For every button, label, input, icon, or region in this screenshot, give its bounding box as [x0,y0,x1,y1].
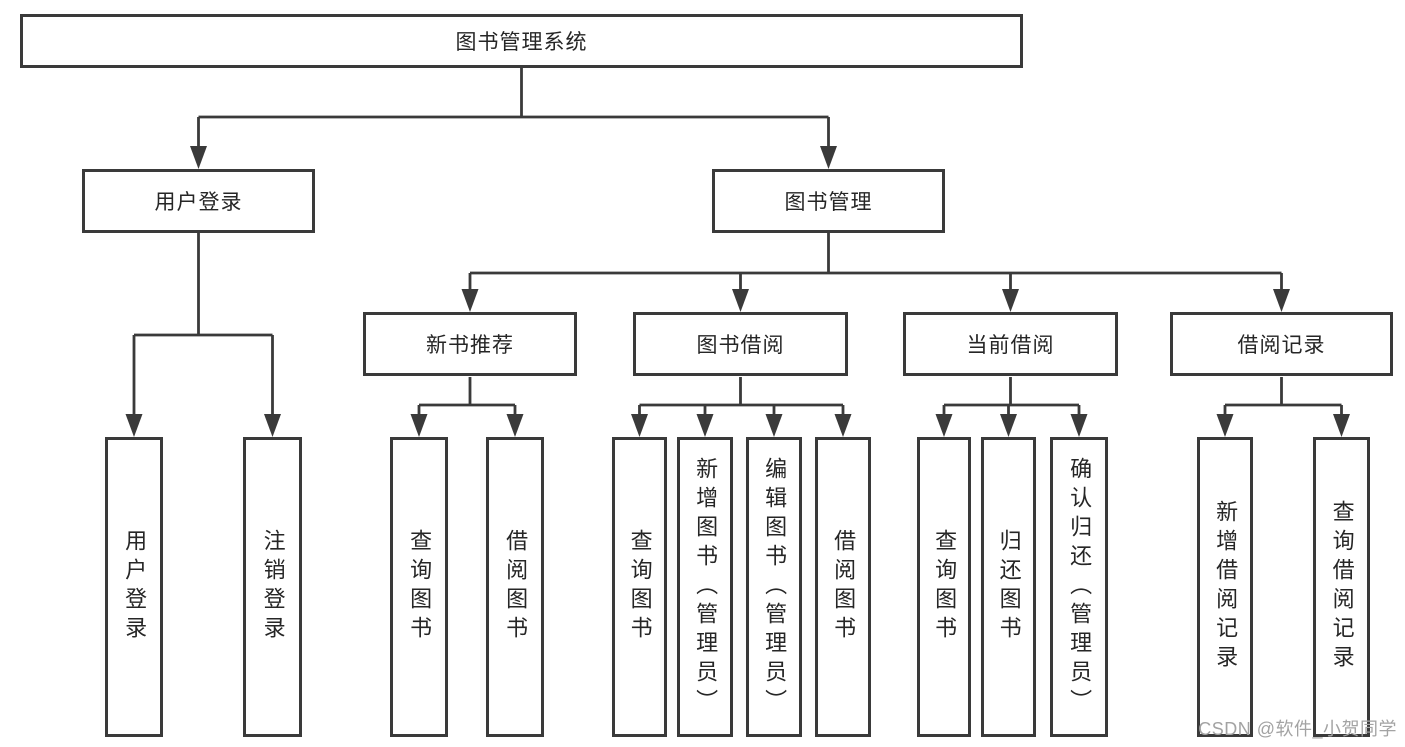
node-label: 借阅图书 [831,529,857,645]
node-label: 新增图书（管理员） [693,456,719,718]
leaf-bb-borrow-books: 借阅图书 [815,437,871,737]
leaf-cb-return-books: 归还图书 [981,437,1036,737]
leaf-bb-edit-books-admin: 编辑图书（管理员） [746,437,802,737]
connector-paths [132,68,1343,416]
node-book-management: 图书管理 [712,169,945,233]
node-label: 当前借阅 [966,334,1055,357]
node-label: 新书推荐 [426,334,514,357]
leaf-nb-query-books: 查询图书 [390,437,448,737]
node-library-system: 图书管理系统 [20,14,1023,68]
node-label: 图书借阅 [696,334,785,357]
node-label: 查询图书 [407,529,433,645]
leaf-user-login: 用户登录 [105,437,163,737]
node-label: 查询图书 [932,529,958,645]
leaf-cb-confirm-return-admin: 确认归还（管理员） [1050,437,1108,737]
node-new-book-recommend: 新书推荐 [363,312,577,376]
node-label: 注销登录 [260,529,286,645]
watermark: CSDN @软件_小贺同学 [1198,719,1397,739]
node-borrow-records: 借阅记录 [1170,312,1393,376]
leaf-nb-borrow-books: 借阅图书 [486,437,544,737]
node-user-login: 用户登录 [82,169,315,233]
node-label: 新增借阅记录 [1213,500,1239,674]
node-label: 图书管理 [784,191,873,214]
arrowheads [125,146,1350,437]
node-book-borrowing: 图书借阅 [633,312,848,376]
node-current-borrowing: 当前借阅 [903,312,1118,376]
node-label: 借阅图书 [503,529,529,645]
leaf-bb-query-books: 查询图书 [612,437,667,737]
leaf-cb-query-books: 查询图书 [917,437,971,737]
node-label: 确认归还（管理员） [1067,456,1093,718]
node-label: 查询借阅记录 [1329,500,1355,674]
node-label: 编辑图书（管理员） [762,456,788,718]
leaf-logout: 注销登录 [243,437,302,737]
node-label: 查询图书 [627,529,653,645]
node-label: 图书管理系统 [455,31,588,54]
node-label: 借阅记录 [1237,334,1326,357]
leaf-br-add-record: 新增借阅记录 [1197,437,1253,737]
node-label: 用户登录 [154,191,243,214]
leaf-br-query-record: 查询借阅记录 [1313,437,1370,737]
node-label: 归还图书 [996,529,1022,645]
leaf-bb-add-books-admin: 新增图书（管理员） [677,437,733,737]
node-label: 用户登录 [122,529,148,645]
